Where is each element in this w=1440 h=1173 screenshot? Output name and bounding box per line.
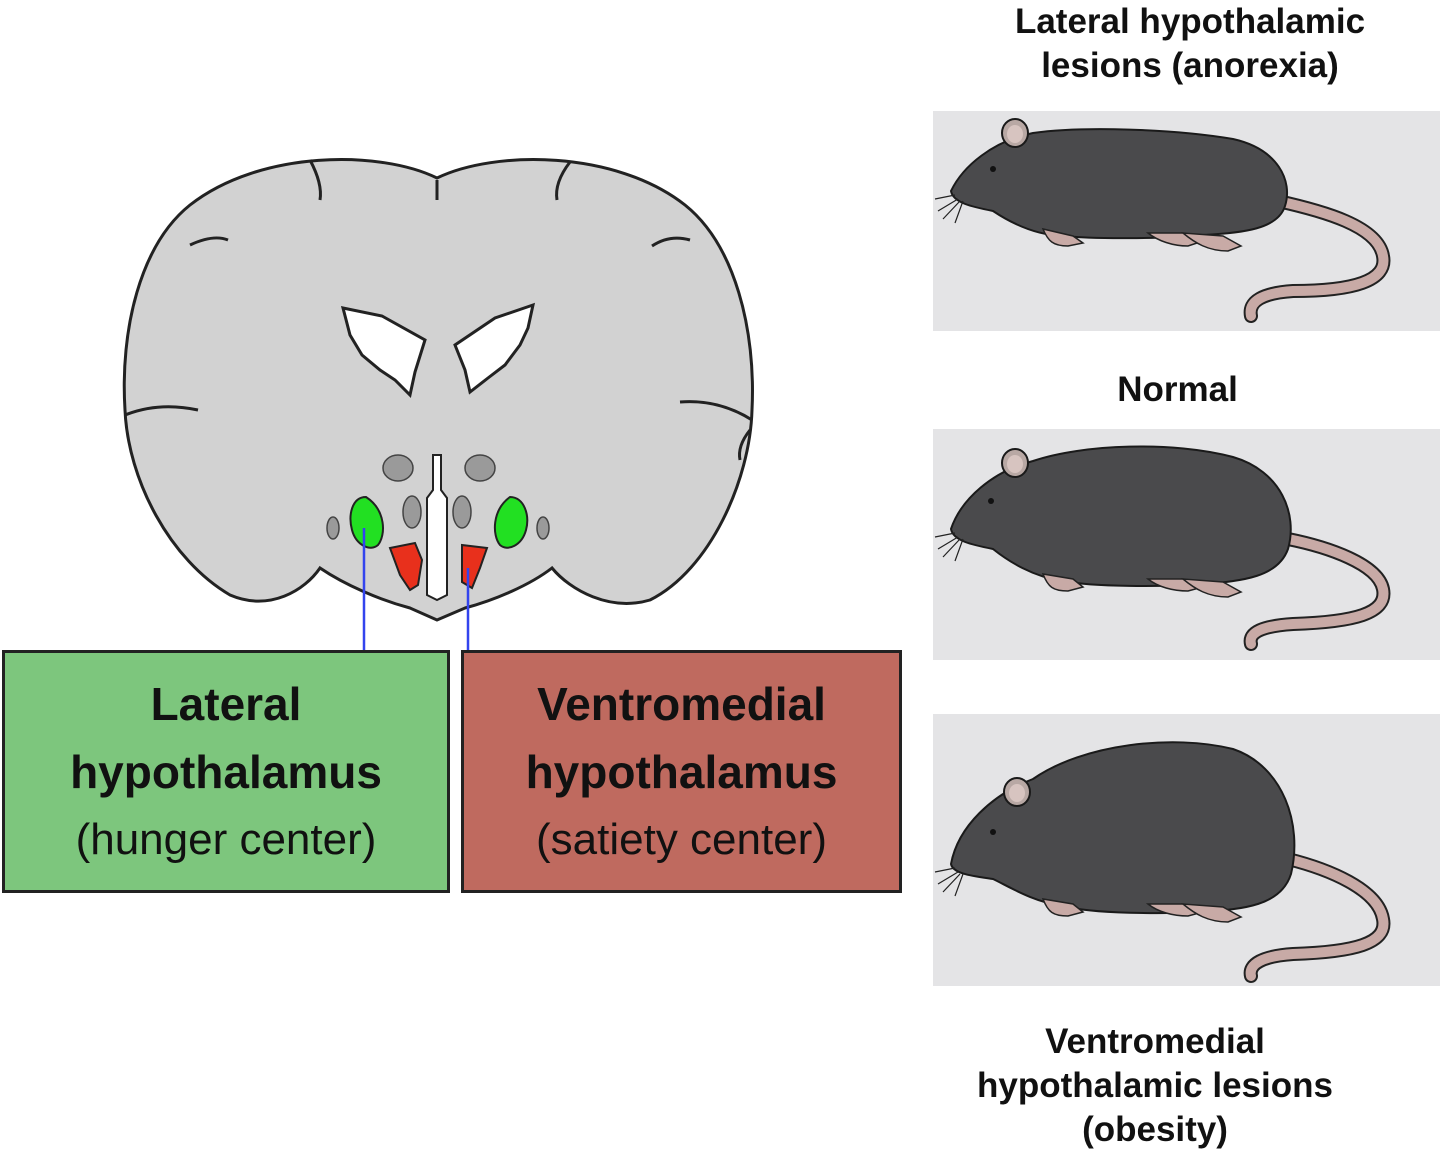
caption-bottom-line2: hypothalamic lesions bbox=[977, 1066, 1333, 1105]
rat-panel-obesity bbox=[933, 714, 1440, 986]
lateral-hypothalamus-box: Lateral hypothalamus (hunger center) bbox=[2, 650, 450, 893]
ventro-box-line1: Ventromedial bbox=[537, 677, 826, 730]
caption-lateral-lesions: Lateral hypothalamic lesions (anorexia) bbox=[940, 0, 1440, 88]
lateral-box-line3: (hunger center) bbox=[75, 814, 377, 864]
lateral-box-line2: hypothalamus bbox=[70, 745, 382, 798]
caption-middle-line1: Normal bbox=[1117, 370, 1238, 409]
rat-panel-anorexia bbox=[933, 111, 1440, 331]
caption-bottom-line1: Ventromedial bbox=[1045, 1022, 1265, 1061]
third-ventricle bbox=[426, 454, 448, 602]
rat-panel-normal bbox=[933, 429, 1440, 660]
caption-normal: Normal bbox=[940, 368, 1415, 412]
lateral-hypothalamus-right bbox=[493, 495, 529, 549]
caption-ventromedial-lesions: Ventromedial hypothalamic lesions (obesi… bbox=[920, 1020, 1390, 1152]
left-ventricle bbox=[340, 306, 427, 399]
brain-outline bbox=[122, 158, 754, 622]
rat-normal-icon bbox=[934, 445, 1391, 651]
ventromedial-hypothalamus-left bbox=[388, 541, 424, 592]
brain-coronal-section-icon bbox=[122, 158, 754, 650]
caption-top-line2: lesions (anorexia) bbox=[1041, 46, 1339, 85]
right-ventricle bbox=[453, 302, 536, 395]
lateral-box-line1: Lateral bbox=[150, 677, 302, 730]
ventro-box-line3: (satiety center) bbox=[536, 814, 827, 864]
rat-thin-icon bbox=[934, 118, 1391, 323]
caption-top-line1: Lateral hypothalamic bbox=[1014, 2, 1366, 41]
ventromedial-hypothalamus-box: Ventromedial hypothalamus (satiety cente… bbox=[461, 650, 902, 893]
ventro-box-line2: hypothalamus bbox=[525, 745, 838, 798]
rat-obese-icon bbox=[934, 741, 1391, 983]
caption-bottom-line3: (obesity) bbox=[1082, 1110, 1228, 1149]
